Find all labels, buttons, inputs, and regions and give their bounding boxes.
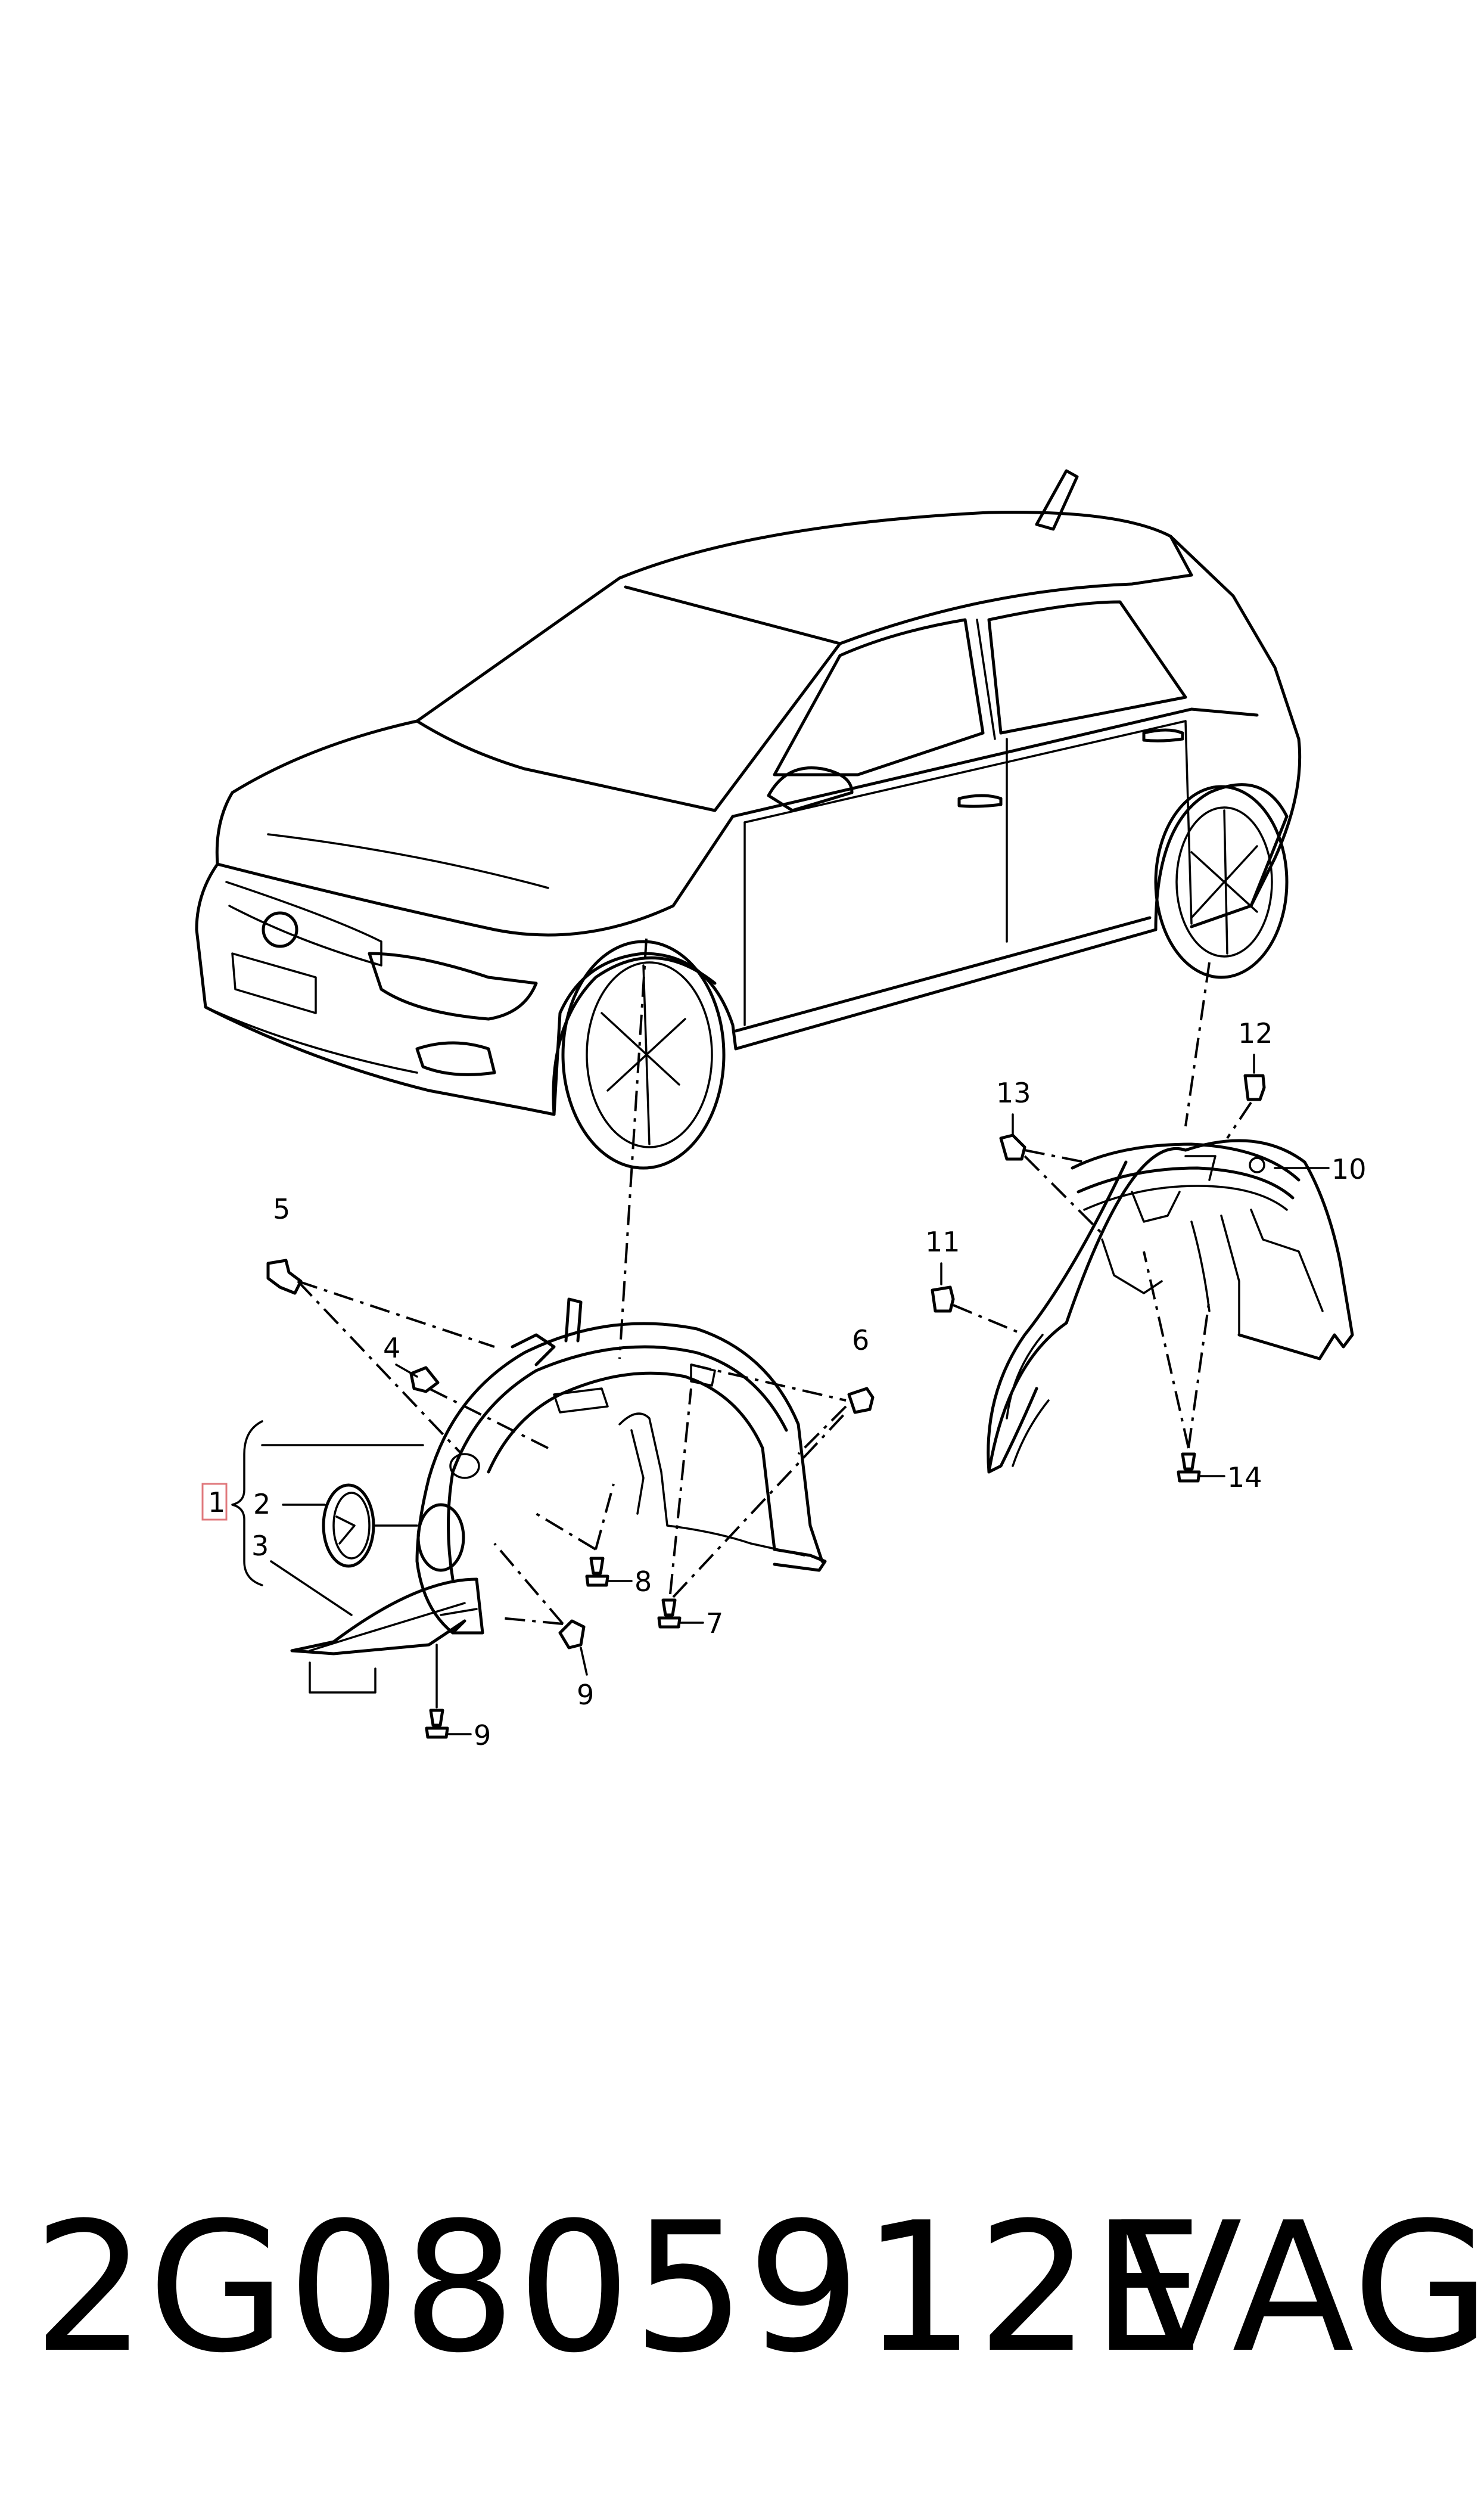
callout-9-bottom: 9	[474, 1719, 491, 1751]
callout-3: 3	[251, 1530, 269, 1562]
callout-8: 8	[634, 1566, 652, 1598]
item-1-highlight-box	[201, 1483, 228, 1521]
clip-11-icon	[931, 1285, 955, 1313]
callout-10: 10	[1331, 1153, 1367, 1185]
front-wheel-housing-liner-icon	[290, 1297, 827, 1655]
callout-9-right: 9	[577, 1679, 594, 1711]
brand-label: VAG	[1120, 2184, 1484, 2392]
callout-5: 5	[273, 1193, 290, 1225]
callout-1: 1	[208, 1486, 225, 1518]
clip-6-icon	[847, 1387, 875, 1414]
clip-12-icon	[1243, 1074, 1266, 1101]
nut-4-icon	[409, 1366, 440, 1393]
part-number-label: 2G0805912E	[33, 2184, 1206, 2392]
front-wheel-leader	[618, 938, 648, 1359]
cover-plate-icon	[322, 1483, 375, 1568]
callout-6: 6	[852, 1324, 869, 1356]
callout-12: 12	[1238, 1017, 1273, 1049]
callout-7: 7	[706, 1607, 723, 1639]
car-outline-icon	[195, 469, 1302, 1170]
screw-8-icon	[585, 1557, 609, 1587]
callout-11: 11	[925, 1226, 960, 1258]
screw-14-icon	[1177, 1452, 1201, 1483]
callout-14: 14	[1227, 1461, 1262, 1493]
rear-wheel-leader	[1184, 962, 1211, 1127]
callout-13: 13	[996, 1077, 1031, 1109]
callout-2: 2	[253, 1488, 270, 1520]
screw-9-right-icon	[558, 1619, 586, 1650]
rear-wheel-housing-liner-icon	[987, 1139, 1354, 1474]
screw-7-icon	[657, 1598, 682, 1629]
screw-9-bottom-icon	[425, 1709, 449, 1739]
clip-13-icon	[999, 1133, 1026, 1161]
callout-4: 4	[383, 1332, 400, 1364]
leader-lines	[231, 1054, 1330, 1735]
clip-5-icon	[266, 1259, 303, 1295]
